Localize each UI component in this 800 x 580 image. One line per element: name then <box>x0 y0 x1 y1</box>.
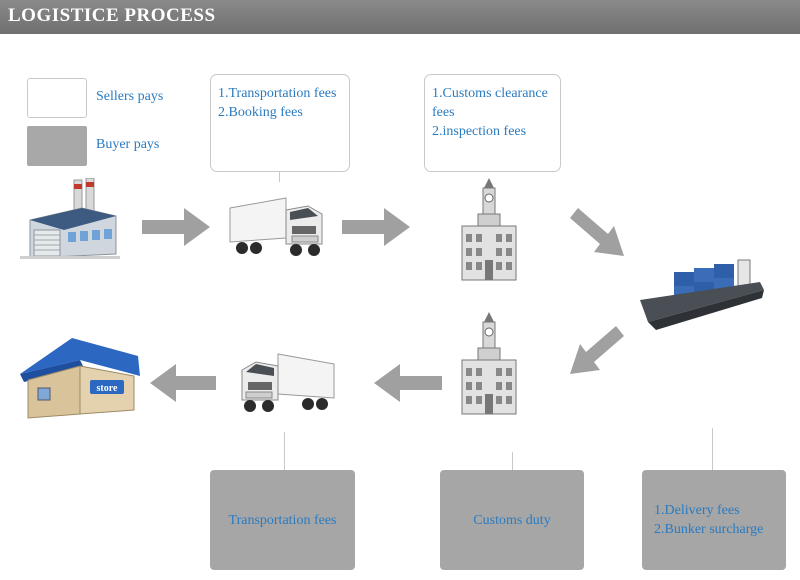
arrow-right-icon <box>342 208 410 246</box>
store-house-icon: store <box>14 334 144 420</box>
legend-seller-swatch <box>27 78 87 118</box>
arrow-down-left-icon <box>566 326 628 378</box>
page-title: LOGISTICE PROCESS <box>8 5 216 26</box>
note-text: Transportation fees <box>228 512 337 528</box>
truck-icon <box>240 352 336 416</box>
legend-buyer-label: Buyer pays <box>96 137 160 152</box>
truck-icon <box>228 196 324 260</box>
arrow-left-icon <box>374 364 442 402</box>
note-line: 1.Transportation fees <box>218 86 337 101</box>
note-line: 2.Bunker surcharge <box>654 522 764 537</box>
legend-buyer-swatch <box>27 126 87 166</box>
note-line: 1.Delivery fees <box>654 503 740 518</box>
note-customs-fees: 1.Customs clearance fees 2.inspection fe… <box>424 74 561 172</box>
customs-building-icon <box>458 312 520 416</box>
arrow-down-right-icon <box>566 208 628 260</box>
factory-icon <box>20 178 120 260</box>
header-bar: LOGISTICE PROCESS <box>0 0 800 34</box>
customs-building-icon <box>458 178 520 282</box>
note-delivery-fees: 1.Delivery fees 2.Bunker surcharge <box>642 470 786 570</box>
arrow-left-icon <box>150 364 216 402</box>
legend-seller-label: Sellers pays <box>96 89 164 104</box>
note-text: Customs duty <box>473 512 551 528</box>
note-truck-fees: 1.Transportation fees 2.Booking fees <box>210 74 350 172</box>
container-ship-icon <box>636 256 766 334</box>
note-customs-duty: Customs duty <box>440 470 584 570</box>
connector-line <box>512 452 513 470</box>
note-line: 1.Customs clearance <box>432 86 548 101</box>
note-transportation-fees: Transportation fees <box>210 470 355 570</box>
note-line: 2.inspection fees <box>432 124 527 139</box>
store-sign-text: store <box>97 383 118 394</box>
note-line: fees <box>432 105 455 120</box>
connector-line <box>284 432 285 470</box>
connector-line <box>712 428 713 470</box>
note-line: 2.Booking fees <box>218 105 303 120</box>
connector-line <box>279 172 280 182</box>
arrow-right-icon <box>142 208 210 246</box>
